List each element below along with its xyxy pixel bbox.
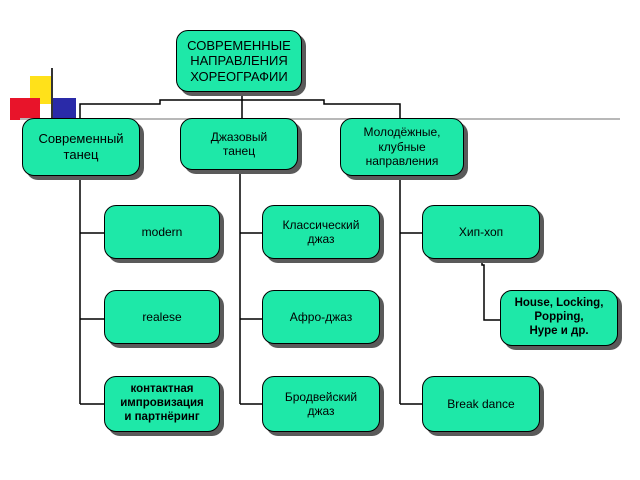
decoration-vertical-line (51, 68, 53, 128)
decoration-blue-square (52, 98, 76, 120)
node-afro-jazz: Афро-джаз (262, 290, 380, 344)
category-jazz-dance: Джазовый танец (180, 118, 298, 170)
category-youth-club-styles: Молодёжные, клубные направления (340, 118, 464, 176)
node-modern: modern (104, 205, 220, 259)
decoration-horizontal-line (20, 118, 620, 120)
node-broadway-jazz: Бродвейский джаз (262, 376, 380, 432)
category-contemporary-dance: Современный танец (22, 118, 140, 176)
node-classical-jazz: Классический джаз (262, 205, 380, 259)
node-hip-hop: Хип-хоп (422, 205, 540, 259)
node-house-locking-popping: House, Locking, Popping, Hype и др. (500, 290, 618, 346)
node-break-dance: Break dance (422, 376, 540, 432)
decoration-red-square (10, 98, 40, 120)
node-release: realese (104, 290, 220, 344)
decoration-yellow-square (30, 76, 52, 104)
node-contact-improvisation: контактная импровизация и партнёринг (104, 376, 220, 432)
root-node: СОВРЕМЕННЫЕ НАПРАВЛЕНИЯ ХОРЕОГРАФИИ (176, 30, 302, 92)
